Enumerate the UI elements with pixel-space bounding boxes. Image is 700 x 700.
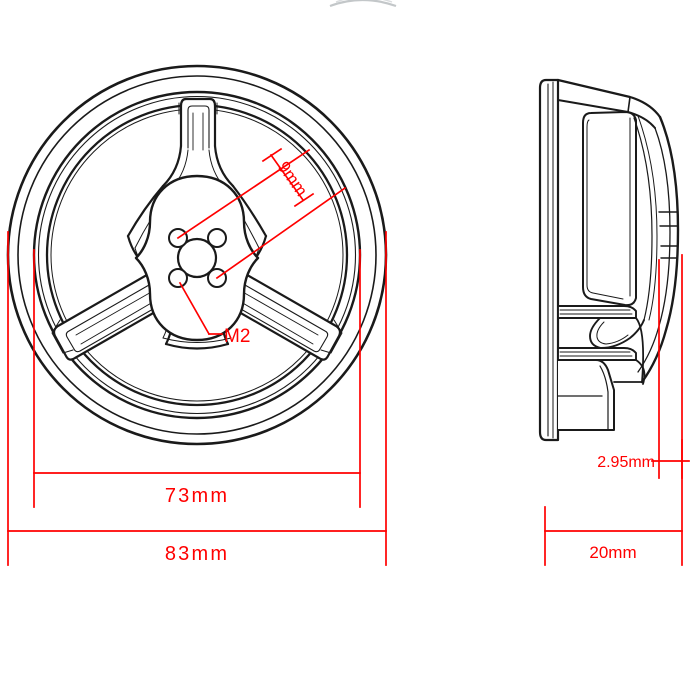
dim-83mm-label: 83mm <box>165 543 229 565</box>
dim-9mm-leader-b <box>215 186 347 280</box>
dim-m2-leader <box>178 281 211 336</box>
top-partial-arc <box>329 0 397 8</box>
front-view <box>6 64 388 446</box>
dim-9mm-line <box>269 153 305 202</box>
dim-73mm-label: 73mm <box>165 485 229 507</box>
dim-295mm-label: 2.95mm <box>597 454 655 471</box>
side-bottom-boss <box>557 359 615 431</box>
side-web-upper <box>557 305 637 319</box>
rim-outer-highlight <box>37 95 357 415</box>
side-tire-inner-profile <box>637 127 671 373</box>
dim-9mm <box>176 147 347 280</box>
side-view <box>538 78 680 442</box>
dim-9mm-leader-a <box>176 148 311 240</box>
bolt-hole-bottom-left <box>168 268 188 288</box>
dim-73mm <box>33 249 361 508</box>
dim-20mm-label: 20mm <box>589 543 636 562</box>
spoke-rim-junctions <box>51 102 343 354</box>
hub <box>134 174 260 342</box>
side-inner-cavity <box>582 111 637 307</box>
side-hook-lip <box>589 317 645 349</box>
hub-center-bore <box>176 237 218 279</box>
tire-inner-circle <box>17 75 377 435</box>
spoke-down-right <box>221 234 342 361</box>
side-back-plate <box>538 78 560 442</box>
dim-9mm-tick-b <box>293 192 315 208</box>
dim-m2-label: M2 <box>224 326 250 347</box>
side-outer-rib <box>633 117 653 321</box>
side-step-notches <box>658 211 679 259</box>
dim-m2 <box>178 281 223 336</box>
bolt-hole-top-right <box>207 228 227 248</box>
dim-9mm-tick-a <box>261 147 283 163</box>
dim-295mm <box>651 254 690 479</box>
side-web-lower <box>557 347 637 361</box>
dim-83mm <box>7 231 387 566</box>
dimension-layer <box>7 147 690 566</box>
